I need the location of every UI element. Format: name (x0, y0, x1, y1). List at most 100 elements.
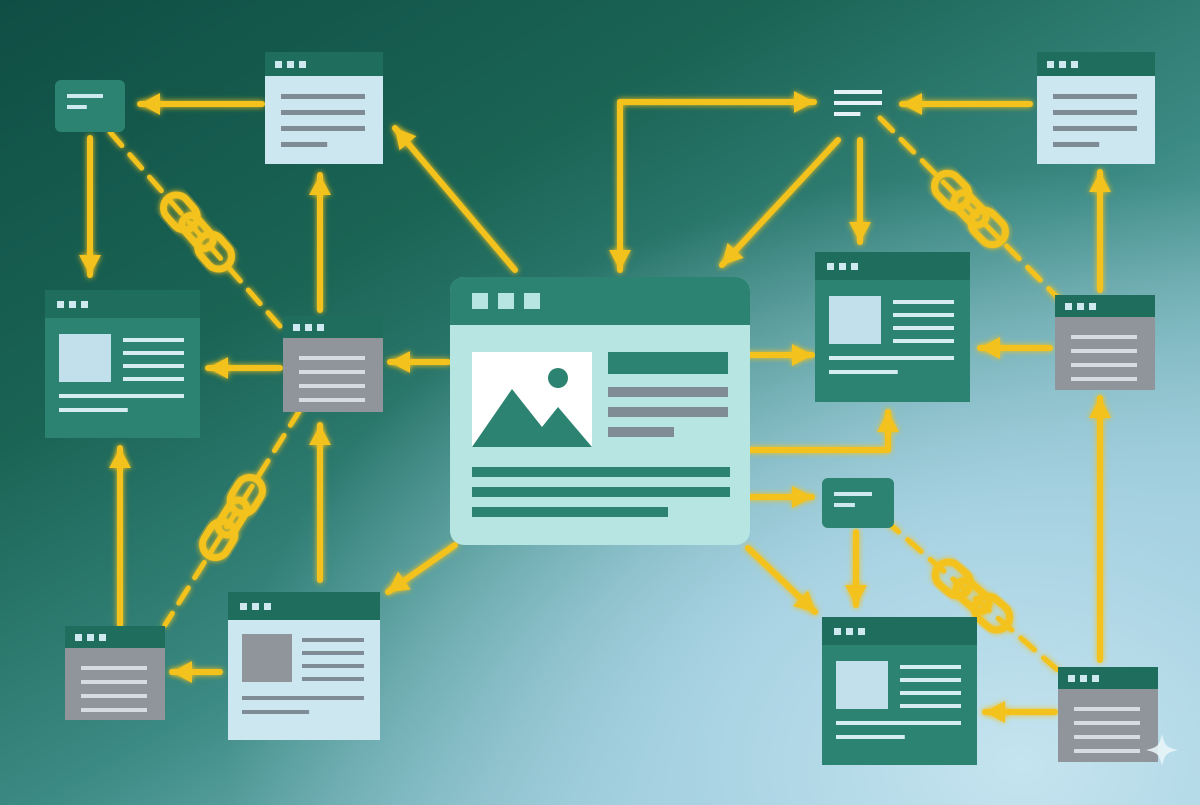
text-line (1074, 721, 1140, 725)
text-line (1071, 363, 1137, 367)
arrow-icon (792, 486, 812, 508)
chain-ring (971, 592, 1014, 634)
arrow-icon (309, 175, 331, 195)
chain-dash (882, 517, 1063, 675)
window-dot (1077, 303, 1084, 310)
arrow-icon (845, 585, 867, 605)
text-line (299, 356, 365, 360)
text-line (59, 408, 128, 412)
text-line (1071, 335, 1137, 339)
text-line (893, 300, 954, 304)
arrow-icon (792, 344, 812, 366)
text-line (1071, 349, 1137, 353)
chain-ring (194, 230, 236, 273)
arrow-icon (395, 128, 417, 151)
chain-dash (162, 407, 303, 628)
bottom-left-page (228, 592, 380, 740)
text-line (900, 665, 961, 669)
arrow-icon (140, 93, 160, 115)
text-line (1053, 94, 1137, 99)
arrow-line (392, 125, 518, 273)
window-dot (57, 301, 64, 308)
window-dot (81, 301, 88, 308)
right-page (815, 252, 970, 402)
text-line (836, 735, 905, 739)
arrow-icon (609, 250, 631, 270)
page-body (450, 277, 750, 545)
bottom-left-small-page (65, 626, 165, 720)
chain-ring (952, 576, 993, 616)
window-dot (293, 324, 300, 331)
text-line (81, 680, 147, 684)
text-line (900, 691, 961, 695)
arrow-icon (109, 448, 131, 468)
sun (548, 368, 568, 388)
text-line (302, 651, 364, 655)
arrow-icon (1089, 172, 1111, 192)
text-line (81, 666, 147, 670)
chain-link-icon (931, 558, 1014, 634)
arrow-icon (79, 255, 101, 275)
text-line (900, 678, 961, 682)
far-right-page (1055, 295, 1155, 390)
window-dot (264, 603, 271, 610)
text-line (123, 351, 184, 355)
text-line (67, 105, 87, 109)
text-line (281, 110, 365, 115)
window-dot (827, 263, 834, 270)
text-line (302, 677, 364, 681)
title-bar (1055, 295, 1155, 317)
thumbnail (829, 296, 881, 344)
title-bar (45, 290, 200, 318)
window-dot (275, 61, 282, 68)
window-dot (839, 263, 846, 270)
text-line (893, 339, 954, 343)
chain-ring (226, 473, 267, 518)
title-bar (822, 617, 977, 645)
mountains (472, 389, 592, 447)
window-dot (1080, 675, 1087, 682)
arrow-icon (985, 701, 1005, 723)
text-line (59, 394, 184, 398)
text-line (299, 370, 365, 374)
title-bar (65, 626, 165, 648)
window-dot (305, 324, 312, 331)
text-line (281, 126, 365, 131)
chain-ring (159, 191, 201, 234)
chain-ring (950, 189, 990, 229)
arrow-icon (309, 425, 331, 445)
text-line (1074, 749, 1140, 753)
arrow-icon (794, 91, 814, 113)
window-dot (99, 634, 106, 641)
top-right-page (1037, 52, 1155, 164)
arrow-icon (388, 571, 411, 592)
text-line (834, 503, 855, 507)
text-line (893, 313, 954, 317)
window-dot (1065, 303, 1072, 310)
window-dot (851, 263, 858, 270)
mid-left-page (283, 316, 383, 412)
thumbnail (242, 634, 292, 682)
page-body (265, 76, 383, 164)
sparkle-icon (1146, 734, 1178, 766)
text-line (299, 384, 365, 388)
window-dot (87, 634, 94, 641)
window-dot (287, 61, 294, 68)
text-line (472, 467, 730, 477)
arrow-icon (980, 337, 1000, 359)
window-dot (1089, 303, 1096, 310)
page-layer (45, 52, 1158, 765)
thumbnail (836, 661, 888, 709)
text-line (834, 101, 882, 105)
heading-bar (608, 352, 728, 374)
text-line (608, 387, 728, 397)
text-line (472, 507, 668, 517)
text-line (1074, 735, 1140, 739)
title-bar (450, 277, 750, 325)
text-line (1053, 110, 1137, 115)
chain-ring (214, 496, 251, 539)
chain-ring (930, 169, 973, 212)
window-dot (1047, 61, 1054, 68)
